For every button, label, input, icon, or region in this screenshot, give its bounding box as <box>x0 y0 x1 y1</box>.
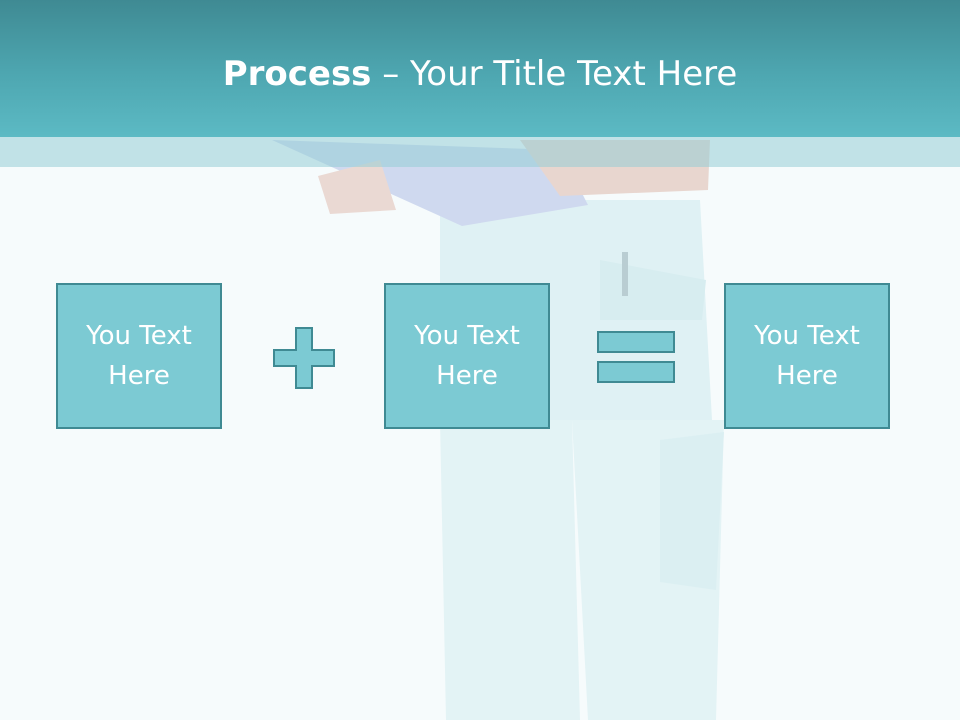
text-box-3[interactable]: You Text Here <box>724 283 890 429</box>
title-bold-text: Process <box>222 54 372 94</box>
plus-icon[interactable] <box>272 326 336 390</box>
text-box-1[interactable]: You Text Here <box>56 283 222 429</box>
slide-title[interactable]: Process – Your Title Text Here <box>0 52 960 96</box>
title-strip <box>0 137 960 167</box>
equals-icon[interactable] <box>596 330 678 384</box>
text-box-1-label: You Text Here <box>86 321 192 391</box>
text-box-3-label: You Text Here <box>754 321 860 391</box>
text-box-2[interactable]: You Text Here <box>384 283 550 429</box>
title-rest-text: – Your Title Text Here <box>371 54 738 94</box>
title-bar <box>0 0 960 137</box>
text-box-2-label: You Text Here <box>414 321 520 391</box>
